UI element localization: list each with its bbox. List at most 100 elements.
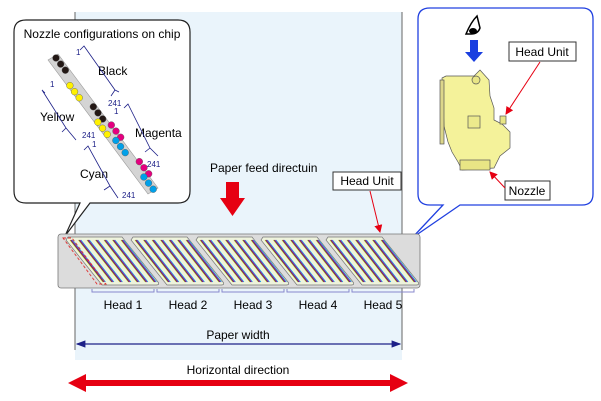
nozzle-row <box>227 239 262 283</box>
nozzle-dot <box>116 142 125 151</box>
nozzle-row <box>170 239 204 283</box>
nozzle-row <box>329 239 364 283</box>
nozzle-row <box>202 239 236 283</box>
nozzle-row <box>372 239 406 283</box>
nozzle-dot <box>94 118 102 126</box>
nozzle-row <box>188 239 222 283</box>
cyan-end: 241 <box>122 191 136 200</box>
view-direction-arrow <box>465 40 483 62</box>
nozzle-row <box>78 239 112 283</box>
nozzle-dot <box>94 109 102 117</box>
nozzle-row <box>235 239 269 283</box>
yellow-end: 241 <box>82 131 96 140</box>
nozzle-row <box>233 239 268 283</box>
nozzle-row <box>79 239 114 283</box>
nozzle-row <box>290 239 325 283</box>
nozzle-range-brackets <box>41 45 159 199</box>
nozzle-dot <box>140 173 148 181</box>
nozzle-row <box>234 239 269 283</box>
nozzle-row <box>225 239 260 283</box>
nozzle-row <box>383 239 417 283</box>
nozzle-row <box>355 239 389 283</box>
nozzle-row <box>340 239 375 283</box>
nozzle-row <box>218 239 252 283</box>
nozzle-row <box>356 239 391 283</box>
nozzle-row <box>219 239 253 283</box>
nozzle-row <box>317 239 351 283</box>
nozzle-row <box>308 239 343 283</box>
nozzle-dot <box>112 127 120 135</box>
nozzle-row <box>346 239 381 283</box>
nozzle-row <box>120 239 155 283</box>
nozzle-row <box>299 239 334 283</box>
nozzle-row <box>242 239 276 283</box>
nozzle-row <box>154 239 188 283</box>
nozzle-row <box>178 239 213 283</box>
nozzle-row <box>199 239 234 283</box>
nozzle-row <box>318 239 352 283</box>
nozzle-row <box>209 239 244 283</box>
nozzle-row <box>292 239 327 283</box>
nozzle-dot <box>107 121 115 129</box>
nozzle-row <box>162 239 197 283</box>
nozzle-row <box>144 239 179 283</box>
nozzle-row <box>274 239 309 283</box>
yellow-start: 1 <box>50 80 55 89</box>
nozzle-row <box>252 239 286 283</box>
nozzle-row <box>169 239 204 283</box>
nozzle-row <box>143 239 177 283</box>
nozzle-row <box>301 239 335 283</box>
nozzle-row <box>284 239 318 283</box>
head-label: Head 4 <box>299 298 338 312</box>
nozzle-row <box>96 239 131 283</box>
nozzle-row <box>366 239 400 283</box>
nozzle-row <box>307 239 341 283</box>
nozzle-row <box>177 239 212 283</box>
black-end: 241 <box>108 99 122 108</box>
nozzle-row <box>187 239 221 283</box>
nozzle-row <box>161 239 196 283</box>
nozzle-row <box>185 239 220 283</box>
nozzle-dot <box>75 94 83 102</box>
head-bracket <box>286 289 350 293</box>
eye-icon <box>464 14 481 35</box>
nozzle-row <box>243 239 278 283</box>
nozzle-row <box>273 239 307 283</box>
black-start: 1 <box>76 48 81 57</box>
nozzle-row <box>97 239 132 283</box>
paper-feed-label: Paper feed directuin <box>210 161 317 175</box>
nozzle-dot <box>144 179 153 187</box>
nozzle-row <box>283 239 317 283</box>
nozzle-dot <box>149 185 157 193</box>
nozzle-row <box>160 239 195 283</box>
nozzle-row <box>104 239 139 283</box>
nozzle-row <box>106 239 140 283</box>
nozzle-row <box>266 239 300 283</box>
nozzle-row <box>69 239 104 283</box>
nozzle-row <box>136 239 170 283</box>
nozzle-row <box>332 239 366 283</box>
magenta-start: 1 <box>114 107 119 116</box>
nozzle-row <box>71 239 105 283</box>
nozzle-row <box>338 239 373 283</box>
nozzle-row <box>216 239 251 283</box>
nozzle-row <box>236 239 270 283</box>
magenta-end: 241 <box>147 160 161 169</box>
highlight-outline <box>62 237 107 285</box>
nozzle-row <box>282 239 317 283</box>
nozzle-row <box>134 239 169 283</box>
head-unit-illustration <box>439 69 511 171</box>
nozzle-row <box>210 239 245 283</box>
head-label: Head 3 <box>234 298 273 312</box>
nozzle-row <box>143 239 178 283</box>
nozzle-row <box>251 239 286 283</box>
nozzle-row <box>330 239 365 283</box>
head-bracket <box>221 289 285 293</box>
nozzle-row <box>339 239 374 283</box>
nozzle-row <box>121 239 156 283</box>
nozzle-row <box>217 239 252 283</box>
nozzle-row <box>291 239 326 283</box>
nozzle-row <box>103 239 138 283</box>
nozzle-row <box>315 239 350 283</box>
